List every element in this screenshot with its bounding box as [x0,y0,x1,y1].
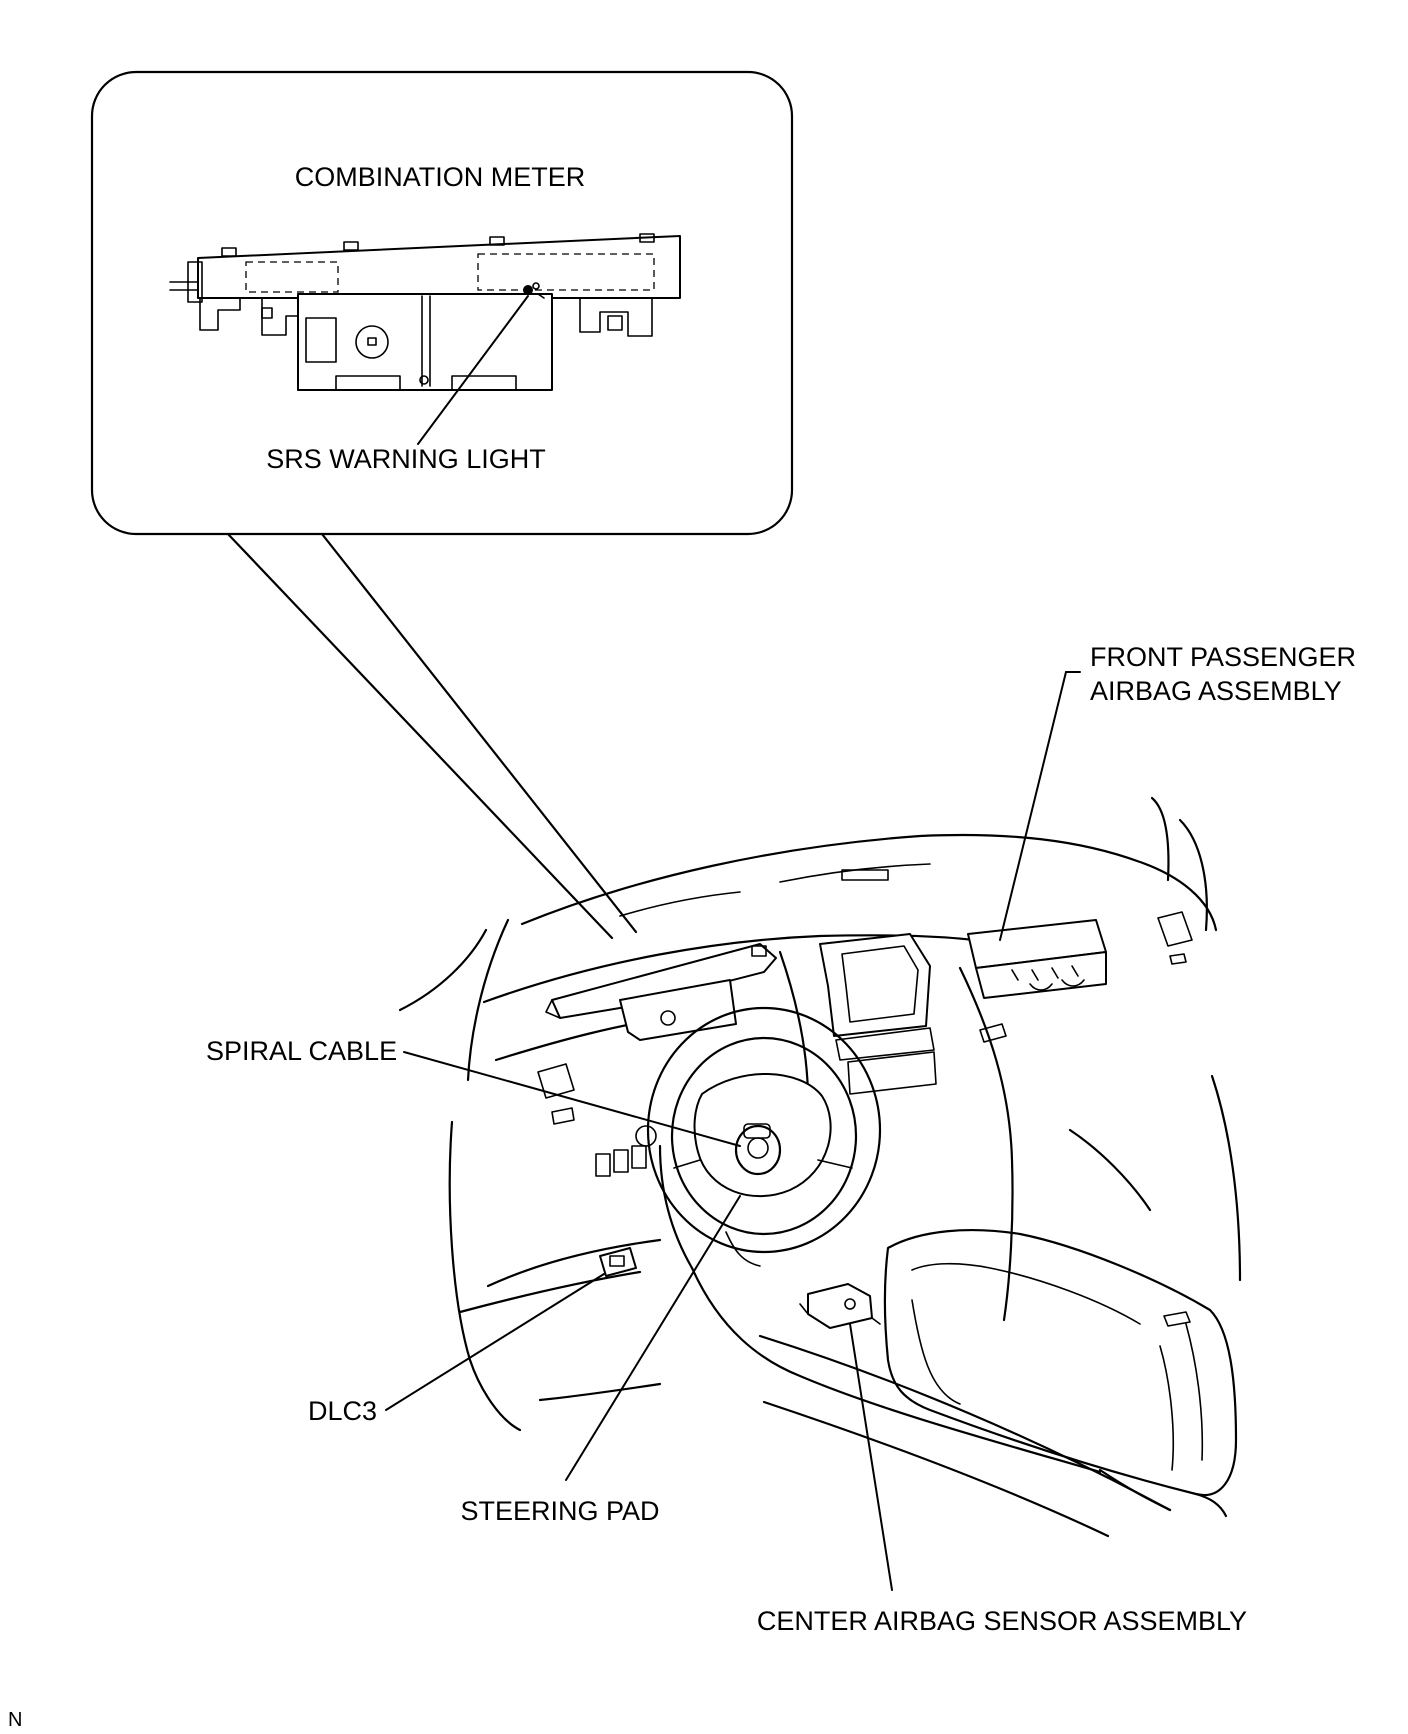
srs-warning-light-leader [417,295,529,445]
steering-pad-callout: STEERING PAD [460,1195,741,1526]
steering-pad-leader [565,1195,741,1481]
center-airbag-sensor-label: CENTER AIRBAG SENSOR ASSEMBLY [757,1606,1247,1636]
corner-mark: N [8,1709,22,1731]
callout-frame [90,70,794,536]
spiral-cable-leader [403,1051,741,1147]
center-airbag-sensor-leader [849,1323,893,1591]
dashboard-drawing [398,796,1242,1538]
front-passenger-airbag-assembly-drawing [967,919,1107,999]
front-passenger-airbag-leader [999,671,1081,941]
dlc3-leader [385,1273,605,1411]
spiral-cable-callout: SPIRAL CABLE [206,1036,741,1147]
spiral-cable-label: SPIRAL CABLE [206,1036,397,1066]
combination-meter-drawing [169,233,681,391]
callout-pointer-right [320,532,638,934]
center-airbag-sensor-callout: CENTER AIRBAG SENSOR ASSEMBLY [757,1323,1247,1636]
dlc3-callout: DLC3 [308,1273,605,1426]
front-passenger-airbag-callout: FRONT PASSENGER AIRBAG ASSEMBLY [999,642,1356,941]
callout-pointer-left [226,532,614,940]
dlc3-label: DLC3 [308,1396,377,1426]
center-airbag-sensor-drawing [799,1283,881,1329]
combination-meter-callout: COMBINATION METER [90,70,794,940]
srs-warning-light-icon [523,285,533,295]
srs-warning-light-label: SRS WARNING LIGHT [266,444,546,474]
front-passenger-airbag-label-line1: FRONT PASSENGER [1090,642,1356,672]
steering-pad-label: STEERING PAD [460,1496,659,1526]
steering-wheel-drawing [646,1006,882,1267]
dlc3-connector-drawing [599,1247,637,1277]
combination-meter-label: COMBINATION METER [295,162,586,192]
front-passenger-airbag-label-line2: AIRBAG ASSEMBLY [1090,676,1342,706]
